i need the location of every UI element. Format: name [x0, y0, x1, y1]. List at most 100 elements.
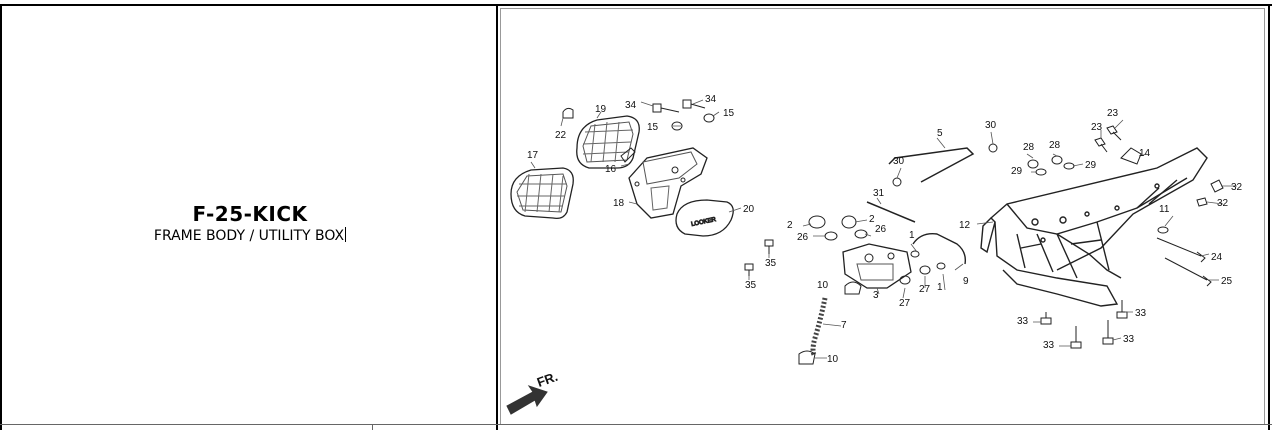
callout-2: 2: [787, 220, 793, 231]
washer-26a: [824, 231, 838, 241]
callout-30: 30: [893, 156, 905, 167]
leader-lines: [530, 99, 1237, 359]
bolt-32b: [1196, 197, 1208, 207]
callout-11: 11: [1159, 204, 1170, 215]
bolt-33d: [1102, 320, 1114, 345]
bottom-tick: [372, 424, 373, 430]
callout-14: 14: [1139, 148, 1151, 159]
callout-5: 5: [937, 128, 943, 139]
callout-28: 28: [1023, 142, 1035, 153]
cap-1b: [936, 262, 946, 270]
bolt-32a: [1210, 179, 1224, 193]
rod-31: [866, 201, 916, 223]
callout-10: 10: [817, 280, 829, 291]
callout-35: 35: [745, 280, 757, 291]
exploded-parts-diagram: LOOKER: [497, 8, 1265, 422]
callout-35: 35: [765, 258, 777, 269]
callout-10: 10: [827, 354, 839, 365]
callout-19: 19: [595, 104, 607, 115]
screw-35b: [744, 263, 754, 276]
diagram-inner-border-top: [500, 8, 1265, 9]
callout-17: 17: [527, 150, 539, 161]
bolt-33c: [1116, 300, 1128, 319]
mount-bracket-3: [842, 243, 912, 289]
callout-1: 1: [937, 282, 943, 293]
bushing-2b: [841, 215, 857, 229]
callout-29: 29: [1085, 160, 1097, 171]
bolt-33b: [1070, 326, 1082, 349]
hose-7: [810, 297, 828, 358]
collar-15a: [671, 121, 683, 131]
bolt-23b: [1094, 137, 1108, 153]
utility-box-lid: LOOKER: [675, 199, 734, 237]
section-header-panel: F-25-KICK FRAME BODY / UTILITY BOX: [4, 6, 496, 422]
bracket-14: [1120, 147, 1142, 165]
callout-31: 31: [873, 188, 885, 199]
clamp-10b: [798, 350, 816, 365]
main-frame: [980, 147, 1208, 307]
section-name: FRAME BODY / UTILITY BOX: [4, 227, 496, 244]
parts-drawing: LOOKER: [506, 94, 1243, 415]
callout-15: 15: [723, 108, 735, 119]
nut-28a: [1027, 159, 1039, 169]
callout-26: 26: [875, 224, 887, 235]
front-direction-label: FR.: [535, 369, 560, 390]
callout-23: 23: [1107, 108, 1119, 119]
callout-22: 22: [555, 130, 567, 141]
callout-1: 1: [909, 230, 915, 241]
callout-33: 33: [1017, 316, 1029, 327]
part-callouts: 17 19 22 16 18 20 34 34 15 15 35 35 5 30…: [527, 94, 1243, 390]
callout-26: 26: [797, 232, 809, 243]
washer-11: [1157, 226, 1169, 234]
callout-32: 32: [1217, 198, 1229, 209]
column-divider: [496, 4, 498, 430]
washer-29a: [1035, 168, 1047, 176]
bolt-24: [1156, 237, 1206, 263]
bushing-2a: [808, 215, 826, 229]
bolt-34a: [652, 103, 680, 113]
clip-22: [562, 107, 574, 119]
front-direction-arrow: [506, 385, 548, 415]
grommet-27b: [899, 275, 911, 285]
grommet-27a: [919, 265, 931, 275]
callout-12: 12: [959, 220, 971, 231]
side-cover-left: [510, 167, 574, 220]
section-code: F-25-KICK: [192, 202, 308, 226]
nut-28b: [1051, 155, 1063, 165]
bolt-25: [1164, 257, 1212, 287]
callout-32: 32: [1231, 182, 1243, 193]
section-name-text: FRAME BODY / UTILITY BOX: [153, 228, 345, 244]
utility-box: [628, 147, 708, 219]
side-cover-right: [576, 115, 640, 169]
diagram-inner-border: [500, 8, 501, 424]
callout-34: 34: [625, 100, 637, 111]
bolt-33a: [1040, 312, 1052, 325]
clamp-10a: [844, 281, 862, 295]
diagram-inner-border-right: [1264, 8, 1265, 424]
callout-33: 33: [1043, 340, 1055, 351]
callout-30: 30: [985, 120, 997, 131]
washer-26b: [854, 229, 868, 239]
callout-24: 24: [1211, 252, 1223, 263]
callout-15: 15: [647, 122, 659, 133]
callout-2: 2: [869, 214, 875, 225]
callout-25: 25: [1221, 276, 1233, 287]
bolt-34b: [682, 99, 706, 109]
cap-30a: [892, 177, 902, 187]
washer-29b: [1063, 162, 1075, 170]
screw-35a: [764, 239, 774, 254]
cap-30b: [988, 143, 998, 153]
left-border: [0, 4, 2, 430]
collar-15b: [703, 113, 715, 123]
callout-29: 29: [1011, 166, 1023, 177]
callout-27: 27: [919, 284, 931, 295]
callout-18: 18: [613, 198, 625, 209]
callout-16: 16: [605, 164, 617, 175]
cap-1a: [910, 250, 920, 258]
bottom-rule: [0, 424, 1272, 425]
text-cursor: [345, 227, 347, 242]
callout-7: 7: [841, 320, 847, 331]
callout-33: 33: [1135, 308, 1147, 319]
hose-9: [912, 233, 967, 265]
